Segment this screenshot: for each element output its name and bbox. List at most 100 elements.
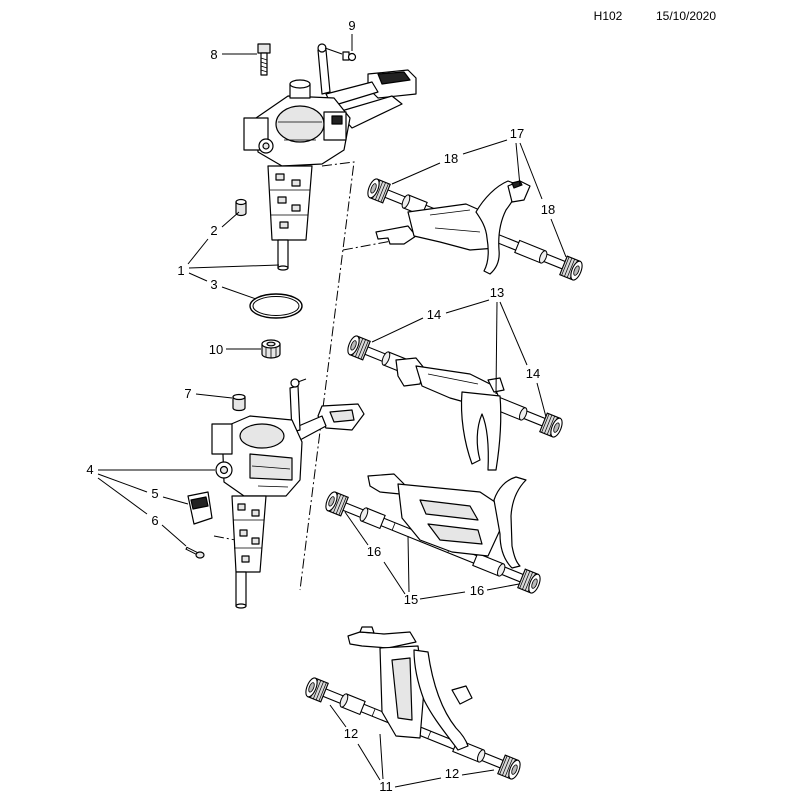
bolt-head: [257, 43, 271, 54]
selector-post: [317, 49, 331, 95]
shaft-slot: [277, 196, 287, 204]
leader-line: [461, 769, 495, 776]
shaft-slot: [241, 555, 250, 563]
leader-line: [221, 286, 257, 300]
roller-left: [323, 489, 349, 517]
dash-dot-line: [299, 161, 355, 591]
selector-post-link: [324, 47, 343, 55]
shaft-detail: [270, 189, 310, 216]
housing-detail-lines: [251, 465, 291, 488]
callout-16-left: 16: [367, 544, 381, 559]
bolt-thread: [260, 57, 268, 73]
leader-line: [407, 535, 410, 593]
callout-14-right: 14: [526, 366, 540, 381]
leader-line: [536, 382, 547, 418]
leader-line: [445, 299, 490, 314]
callout-11: 11: [379, 779, 393, 794]
roller-right: [517, 568, 543, 596]
shaft-rod-end: [277, 265, 289, 271]
pin-cap: [232, 393, 246, 412]
diagram-code: H102: [594, 9, 623, 23]
roller-left: [345, 333, 371, 361]
fork-finger: [375, 225, 417, 245]
callout-1: 1: [177, 263, 184, 278]
leader-line: [195, 393, 233, 399]
fork-plate: [397, 483, 501, 557]
fork-finger-bump: [359, 626, 375, 634]
shift-fork-assembly-13: [345, 333, 565, 471]
shaft-detail: [233, 519, 264, 549]
callout-9: 9: [348, 18, 355, 33]
housing-side-block: [211, 423, 233, 455]
fork-prong: [451, 685, 473, 705]
screw-head: [195, 551, 205, 559]
bushing-ribs: [265, 347, 277, 358]
leader-lines: [97, 34, 567, 788]
leader-line: [519, 142, 543, 200]
diagram-date: 15/10/2020: [656, 9, 716, 23]
leader-line: [221, 211, 240, 228]
shaft-rod: [235, 571, 247, 607]
screw-shank-core: [186, 548, 198, 554]
pin-cap-body: [232, 396, 246, 412]
leader-line: [383, 561, 406, 595]
bushing-bore: [266, 341, 276, 347]
callout-12-left: 12: [344, 726, 358, 741]
leader-line: [161, 524, 187, 547]
shift-shaft: [267, 165, 313, 241]
retaining-clip: [342, 51, 357, 62]
callout-17: 17: [510, 126, 524, 141]
lower-shift-shaft-assembly: [211, 378, 365, 609]
leader-line: [162, 496, 189, 505]
leader-line: [187, 238, 209, 265]
selector-post-link: [297, 378, 307, 383]
leader-line: [97, 477, 148, 515]
roller-right: [559, 255, 585, 283]
leader-line: [97, 473, 148, 493]
fork-plate-cutout: [419, 499, 479, 521]
roller-left: [365, 176, 391, 204]
callout-18-left: 18: [444, 151, 458, 166]
leader-line: [188, 264, 280, 269]
fork-finger: [395, 357, 425, 387]
callout-7: 7: [184, 386, 191, 401]
callout-18-right: 18: [541, 202, 555, 217]
callout-2: 2: [210, 223, 217, 238]
shaft-slot: [251, 537, 260, 545]
shift-fork-assembly-17: [365, 176, 585, 283]
fork-arm: [413, 649, 469, 751]
leader-line: [495, 301, 498, 395]
roller-right: [539, 412, 565, 440]
lever-pad-stripe: [377, 71, 411, 85]
bushing: [261, 339, 281, 359]
leader-line: [462, 139, 508, 155]
shaft-rod-end: [235, 603, 247, 609]
leader-line: [515, 142, 521, 187]
bolt-shank: [260, 52, 268, 76]
fork-arm: [460, 391, 502, 471]
selector-post-ball: [290, 378, 300, 388]
callout-15: 15: [404, 592, 418, 607]
callout-3: 3: [210, 277, 217, 292]
fork-plate-cutout: [391, 657, 413, 721]
callout-5: 5: [151, 486, 158, 501]
shift-fork-assembly-11: [303, 626, 523, 782]
shaft-rod: [277, 239, 289, 269]
pin-cap-top: [232, 393, 246, 401]
leader-line: [486, 583, 520, 591]
shaft-slot: [291, 204, 301, 212]
leader-line: [499, 301, 528, 366]
selector-post-ball: [317, 43, 327, 53]
shaft-slot: [237, 503, 246, 511]
leader-line: [391, 162, 441, 185]
fork-arm: [475, 180, 517, 275]
callout-8: 8: [210, 47, 217, 62]
callout-13: 13: [490, 285, 504, 300]
roller-right: [497, 754, 523, 782]
lever-pad-face: [329, 409, 355, 423]
leader-line: [344, 511, 369, 546]
leader-line: [419, 591, 466, 600]
housing-dome: [275, 105, 325, 143]
upper-shift-shaft-assembly: [243, 43, 417, 271]
pin-top: [235, 198, 247, 206]
